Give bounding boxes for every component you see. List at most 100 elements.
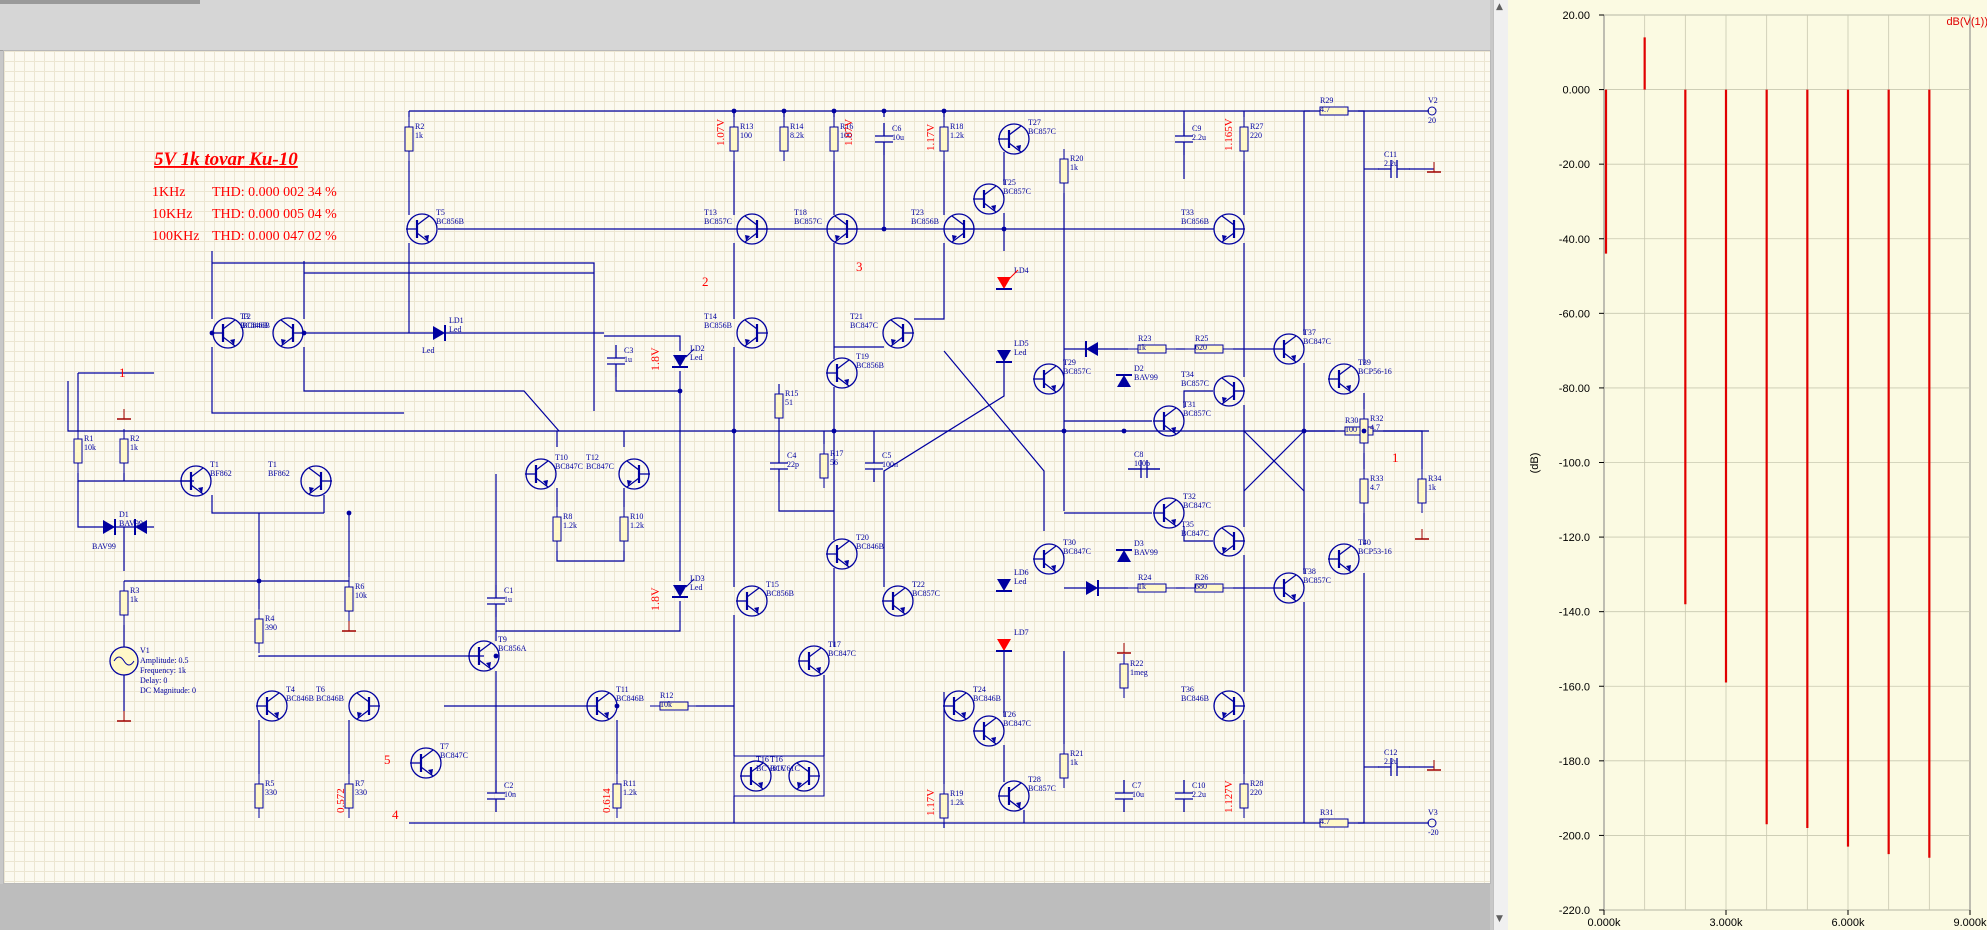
junction-dot [831,428,837,434]
junction-dot [346,510,352,516]
wire [1183,390,1213,408]
transistor [1033,543,1065,575]
led-label: Led [422,346,434,355]
diode-triangle [1117,550,1131,562]
wire [615,371,681,392]
transistor-emitter [190,484,204,495]
thd-value: THD: 0.000 047 02 % [212,229,337,244]
transistor [256,690,288,722]
part-ref-label: LD2 [690,344,705,353]
diode [996,350,1012,363]
v2-label: V2 [1428,96,1438,105]
transistor-collector [1043,545,1057,556]
part-value-label: 1.2k [630,521,644,530]
y-tick-label: -20.00 [1559,159,1590,171]
transistor [586,690,618,722]
diode-triangle [1086,581,1098,595]
transistor-arrow [1291,355,1296,361]
transistor-collector [836,359,850,370]
resistor-body [1417,478,1427,504]
transistor-arrow [198,487,203,493]
transistor-collector [190,467,204,478]
part-value-label: Led [1014,348,1026,357]
part-ref-label: C1 [504,586,513,595]
part-value-label: 1.2k [623,788,637,797]
transistor-collector [796,762,810,773]
transistor [943,690,975,722]
part-value-label: 1.2k [950,798,964,807]
transistor-arrow [428,769,433,775]
part-value-label: Led [1014,577,1026,586]
part-value-label: BC847C [586,462,614,471]
transistor-collector [416,215,430,226]
transistor-collector [953,692,967,703]
diode-triangle [673,355,687,367]
part-value-label: 56 [830,458,838,467]
transistor-arrow [1222,397,1227,403]
part-value-label: BC847C [1063,547,1091,556]
voltage-note: 1.8V [648,347,662,371]
vertical-scrollbar[interactable]: ▲ ▼ [1493,0,1508,930]
junction-dot [256,578,262,584]
transistor-arrow [745,339,750,345]
thd-frequency: 100KHz [152,229,199,244]
resistor-body [1059,753,1069,779]
part-ref-label: D1 [119,510,129,519]
resistor [73,429,83,473]
x-tick-label: 9.000k [1953,917,1987,929]
resistor [612,774,622,818]
transistor-collector [1043,365,1057,376]
y-tick-label: -40.00 [1559,234,1590,246]
capacitor [1128,460,1160,478]
capacitor [607,345,625,377]
transistor-collector [626,460,640,471]
part-value-label: BC847C [828,649,856,658]
schematic-title: 5V 1k tovar Ku-10 [154,149,298,170]
scroll-up-icon[interactable]: ▲ [1496,2,1503,12]
part-value-label: BC857C [1183,409,1211,418]
scroll-down-icon[interactable]: ▼ [1496,914,1503,924]
transistor-collector [478,642,492,653]
resistor [829,117,839,161]
transistor-emitter [356,709,370,720]
part-ref-label: LD4 [1014,266,1029,275]
part-ref-label: T13 [704,208,717,217]
transistor-emitter [951,232,965,243]
junction-dot [781,108,787,114]
part-value-label: 2.2u [1384,757,1398,766]
legend-label: dB(V(1)) [1946,16,1987,28]
part-value-label: BF862 [268,469,290,478]
part-ref-label: T17 [828,640,841,649]
resistor [939,117,949,161]
voltage-note: 0.572 [335,788,347,813]
part-ref-label: T22 [912,580,925,589]
wire [1358,573,1365,824]
part-value-label: 10k [84,443,96,452]
part-ref-label: R27 [1250,122,1263,131]
wire [1383,430,1423,469]
part-ref-label: R20 [1070,154,1083,163]
diode [672,355,688,368]
part-ref-label: R1 [84,434,93,443]
junction-dot [831,108,837,114]
resistor-body [1059,158,1069,184]
part-value-label: BCV61C [770,764,800,773]
voltage-note: 0.614 [601,788,613,813]
part-ref-label: D2 [1134,364,1144,373]
diode [672,585,688,598]
resistor [1128,583,1176,593]
capacitor [865,450,883,482]
voltage-note: 1.17V [925,789,937,816]
transistor [973,715,1005,747]
part-value-label: 51 [785,398,793,407]
y-tick-label: -200.0 [1559,830,1590,842]
voltage-note: 1.17V [925,124,937,151]
transistor-emitter [892,604,906,615]
transistor [1328,363,1360,395]
part-value-label: BAV99 [119,519,143,528]
diode-triangle [1117,375,1131,387]
resistor-body [1359,478,1369,504]
document-tab[interactable] [0,0,200,4]
